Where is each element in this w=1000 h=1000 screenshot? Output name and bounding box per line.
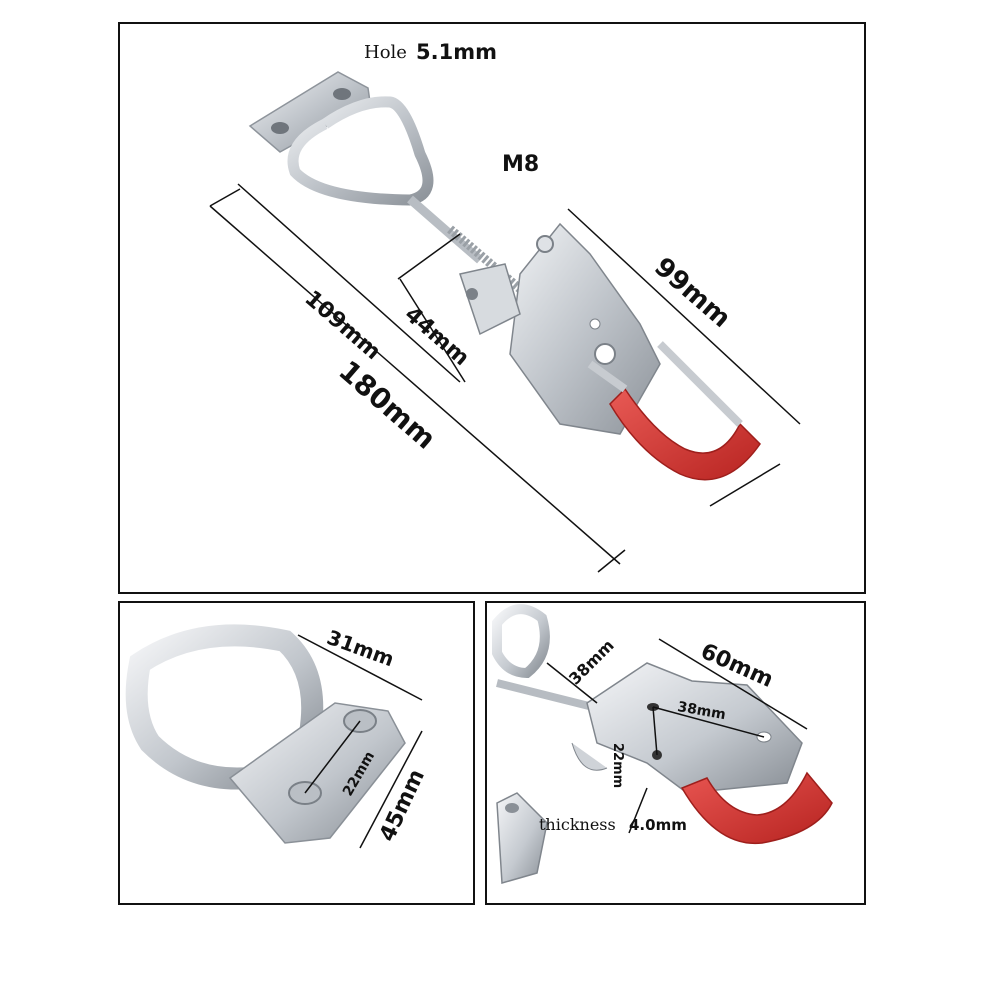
red-handle [680, 771, 833, 845]
body-dimension-lines [546, 638, 808, 834]
main-product-panel: Hole 5.1mm M8 109mm 44mm 180mm 99mm [118, 22, 866, 594]
dimension-lines [209, 183, 801, 573]
hook-plate-detail-panel: 31mm 22mm 45mm [118, 601, 475, 905]
main-latch-illustration [209, 71, 801, 573]
hook-rod [407, 195, 483, 264]
hook-plate [248, 71, 371, 153]
hole-label: Hole [364, 42, 407, 63]
red-handle-grip [609, 387, 761, 481]
hole-size-label: 5.1mm [416, 40, 497, 64]
dim-22-hole-label: 22mm [610, 743, 625, 789]
mount-plate [228, 702, 406, 844]
latch-body-closeup [492, 604, 833, 884]
latch-body [459, 222, 661, 435]
latch-body-plate [586, 662, 803, 794]
plate-dimension-lines [297, 634, 423, 849]
hook-loop [287, 96, 434, 206]
hook-plate-closeup [125, 624, 423, 849]
thread-size-label: M8 [502, 152, 540, 177]
thickness-label: thickness [539, 815, 616, 834]
partial-loop [492, 604, 550, 679]
latch-body-detail-panel: 38mm 60mm 38mm 22mm thickness 4.0mm [485, 601, 866, 905]
thickness-value: 4.0mm [629, 816, 687, 834]
